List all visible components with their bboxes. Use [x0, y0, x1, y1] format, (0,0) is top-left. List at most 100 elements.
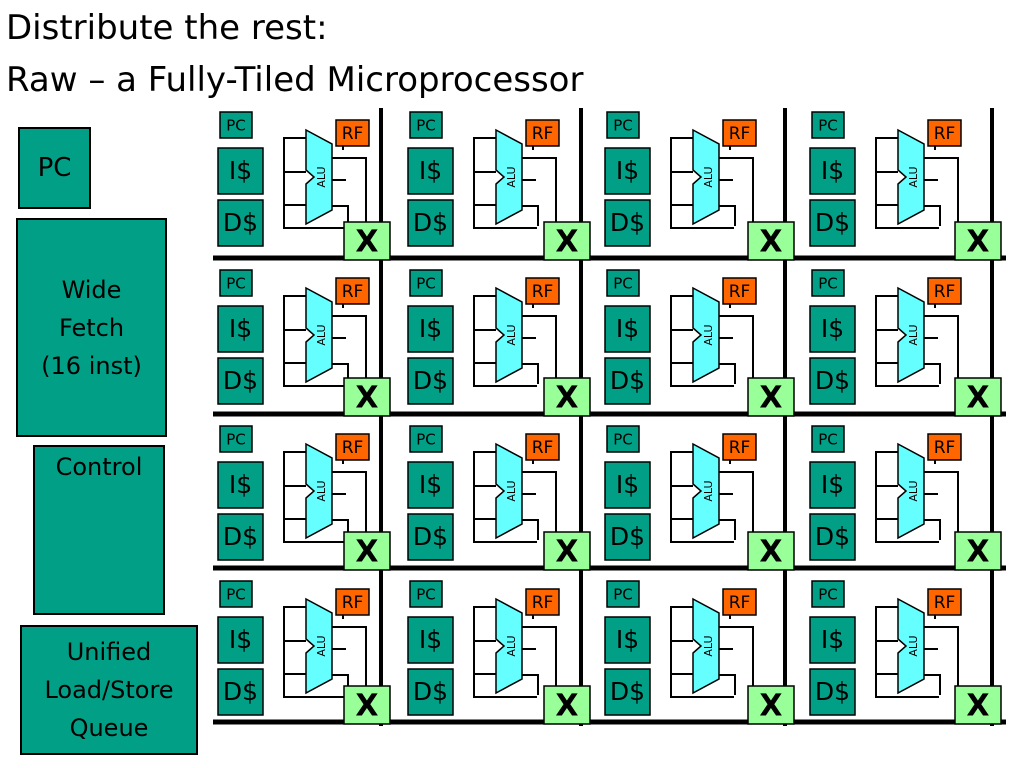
switch-label: X [759, 225, 782, 260]
icache-box [407, 147, 454, 195]
dcache-box [407, 199, 454, 247]
switch-box [747, 685, 795, 725]
alu-shape [305, 597, 333, 695]
alu-label: ALU [315, 635, 328, 656]
tile-pc-label: PC [416, 275, 436, 293]
tile-pc-box [606, 425, 640, 453]
alu-label: ALU [315, 166, 328, 187]
dcache-label: D$ [815, 522, 850, 551]
tile-wire [332, 205, 349, 226]
alu-shape [897, 442, 925, 540]
dcache-label: D$ [815, 677, 850, 706]
switch-box [954, 377, 1002, 417]
switch-label: X [355, 381, 378, 416]
tile-pc-box [811, 580, 845, 608]
tile-pc-box [811, 111, 845, 139]
icache-label: I$ [821, 625, 844, 654]
alu-shape [305, 442, 333, 540]
rf-label: RF [532, 124, 554, 144]
icache-label: I$ [229, 470, 252, 499]
rf-label: RF [934, 438, 956, 458]
alu-shape [897, 128, 925, 226]
rf-box [927, 119, 962, 147]
icache-label: I$ [229, 156, 252, 185]
rf-box [335, 119, 370, 147]
tile-wire [924, 626, 959, 694]
tile-wire [473, 295, 537, 387]
icache-box [604, 147, 651, 195]
tile-pc-box [219, 269, 253, 297]
alu-shape [305, 286, 333, 384]
icache-box [809, 616, 856, 664]
tile-wire [875, 451, 939, 543]
tile-pc-box [219, 580, 253, 608]
alu-label: ALU [505, 635, 518, 656]
alu-shape [495, 286, 523, 384]
tile-wire [719, 157, 754, 225]
dcache-box [604, 199, 651, 247]
switch-label: X [555, 381, 578, 416]
icache-label: I$ [229, 314, 252, 343]
switch-box [954, 531, 1002, 571]
tile-pc-label: PC [818, 117, 838, 135]
load-store-queue-label: Unified Load/Store Queue [44, 638, 174, 742]
dcache-label: D$ [610, 208, 645, 237]
alu-shape [495, 442, 523, 540]
alu-label: ALU [505, 166, 518, 187]
rf-box [335, 588, 370, 616]
tile-wire [719, 626, 754, 694]
icache-label: I$ [419, 156, 442, 185]
tile-wire [522, 157, 557, 225]
dcache-label: D$ [413, 522, 448, 551]
tile-wire [924, 519, 941, 540]
rf-box [722, 433, 757, 461]
rf-box [927, 277, 962, 305]
dcache-label: D$ [815, 366, 850, 395]
dcache-label: D$ [610, 522, 645, 551]
icache-box [407, 616, 454, 664]
slide-title-line-2: Raw – a Fully-Tiled Microprocessor [6, 60, 584, 100]
tile-wire [719, 471, 754, 539]
tile-pc-box [606, 580, 640, 608]
alu-label: ALU [505, 324, 518, 345]
rf-box [722, 119, 757, 147]
tile-pc-label: PC [818, 586, 838, 604]
tile-pc-label: PC [416, 586, 436, 604]
alu-label: ALU [907, 635, 920, 656]
dcache-label: D$ [413, 366, 448, 395]
icache-label: I$ [821, 156, 844, 185]
load-store-queue-block: Unified Load/Store Queue [20, 625, 198, 755]
tile-wire [332, 471, 367, 539]
icache-label: I$ [419, 470, 442, 499]
rf-label: RF [532, 593, 554, 613]
tile-pc-box [811, 269, 845, 297]
alu-label: ALU [702, 166, 715, 187]
rf-box [927, 588, 962, 616]
wide-fetch-block: Wide Fetch (16 inst) [16, 218, 167, 437]
switch-label: X [555, 689, 578, 724]
icache-label: I$ [616, 470, 639, 499]
dcache-box [809, 357, 856, 405]
tile-pc-label: PC [226, 275, 246, 293]
rf-label: RF [342, 438, 364, 458]
alu-shape [495, 597, 523, 695]
switch-box [954, 685, 1002, 725]
tile-pc-label: PC [416, 117, 436, 135]
switch-box [747, 377, 795, 417]
tile-wire [924, 674, 941, 695]
dcache-label: D$ [610, 366, 645, 395]
switch-label: X [966, 535, 989, 570]
dcache-box [407, 513, 454, 561]
icache-box [217, 305, 264, 353]
tile-wire [283, 295, 347, 387]
icache-box [604, 461, 651, 509]
icache-label: I$ [419, 314, 442, 343]
tile-pc-box [409, 269, 443, 297]
slide-title-line-1: Distribute the rest: [6, 8, 328, 48]
